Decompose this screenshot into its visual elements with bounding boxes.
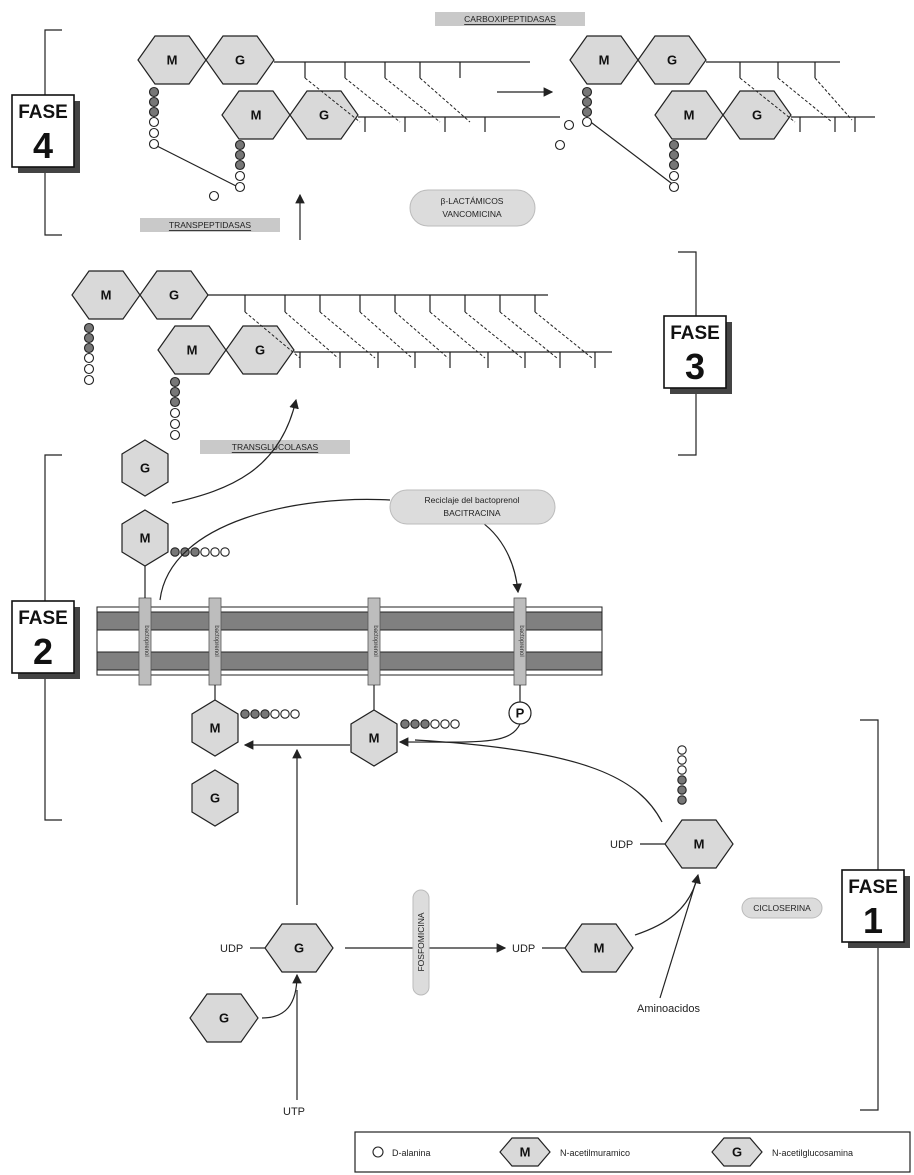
bactoprenol-carrier: bactoprenol [139, 598, 151, 685]
legend-d-alanina: D-alanina [392, 1148, 431, 1158]
svg-text:M: M [187, 343, 198, 358]
svg-text:M: M [594, 941, 605, 956]
svg-text:bactoprenol: bactoprenol [372, 625, 378, 656]
svg-text:G: G [732, 1145, 742, 1160]
svg-text:G: G [319, 108, 329, 123]
svg-text:M: M [251, 108, 262, 123]
udp-label: UDP [220, 943, 243, 955]
fase-1-number: 1 [863, 900, 883, 941]
fase-2-label: FASE [18, 608, 68, 629]
fase-1-section: FASE 1 UDP M CICLOSERINA UDP G FOSFOMICI… [190, 720, 910, 1118]
carboxipeptidasas-label: CARBOXIPEPTIDASAS [464, 14, 556, 24]
peptide-chain [150, 88, 159, 149]
svg-text:bactoprenol: bactoprenol [518, 625, 524, 656]
peptide-chain [678, 746, 686, 804]
svg-text:G: G [140, 461, 150, 476]
svg-text:M: M [520, 1145, 531, 1160]
svg-text:M: M [369, 731, 380, 746]
d-alanine-legend-icon [373, 1147, 383, 1157]
svg-text:M: M [101, 288, 112, 303]
svg-text:BACITRACINA: BACITRACINA [443, 508, 500, 518]
fase4-left-chain: M G M G [138, 36, 560, 201]
bactoprenol-carrier: bactoprenol [514, 598, 526, 685]
free-d-alanine [565, 121, 574, 130]
svg-text:CICLOSERINA: CICLOSERINA [753, 903, 811, 913]
svg-text:G: G [667, 53, 677, 68]
svg-text:G: G [219, 1011, 229, 1026]
fase-4-number: 4 [33, 125, 53, 166]
svg-text:β-LACTÁMICOS: β-LACTÁMICOS [441, 196, 504, 206]
peptide-chain [401, 720, 459, 728]
svg-text:bactoprenol: bactoprenol [143, 625, 149, 656]
fase-4-section: FASE 4 CARBOXIPEPTIDASAS M G M G [12, 12, 875, 240]
free-d-alanine [210, 192, 219, 201]
svg-text:G: G [294, 941, 304, 956]
fase-2-number: 2 [33, 631, 53, 672]
legend: D-alanina M N-acetilmuramico G N-acetilg… [355, 1132, 910, 1172]
peptide-chain [171, 378, 180, 440]
fase3-chain: M G M G [72, 271, 612, 440]
bactoprenol-carrier: bactoprenol [209, 598, 221, 685]
transpeptidasas-label: TRANSPEPTIDASAS [169, 220, 252, 230]
legend-n-acetilmuramico: N-acetilmuramico [560, 1148, 630, 1158]
udp-label: UDP [512, 943, 535, 955]
fase-2-section: FASE 2 bactoprenol bactoprenol bactopren… [12, 440, 602, 905]
peptide-chain [85, 324, 94, 385]
peptide-chain [171, 548, 229, 556]
svg-text:G: G [255, 343, 265, 358]
svg-text:M: M [140, 531, 151, 546]
bactoprenol-carrier: bactoprenol [368, 598, 380, 685]
utp-label: UTP [283, 1106, 305, 1118]
fase4-right-chain: M G M G [556, 36, 876, 192]
aminoacidos-label: Aminoacidos [637, 1003, 700, 1015]
fase-3-section: M G M G FASE 3 [72, 252, 732, 503]
svg-text:Reciclaje del bactoprenol: Reciclaje del bactoprenol [425, 495, 520, 505]
svg-text:G: G [169, 288, 179, 303]
svg-text:G: G [210, 791, 220, 806]
svg-text:M: M [684, 108, 695, 123]
svg-text:M: M [599, 53, 610, 68]
fase-1-label: FASE [848, 877, 898, 898]
fase-3-label: FASE [670, 323, 720, 344]
svg-text:M: M [167, 53, 178, 68]
svg-text:VANCOMICINA: VANCOMICINA [442, 209, 502, 219]
legend-n-acetilglucosamina: N-acetilglucosamina [772, 1148, 853, 1158]
fase-4-label: FASE [18, 102, 68, 123]
svg-text:M: M [694, 837, 705, 852]
svg-text:M: M [210, 721, 221, 736]
peptide-chain [236, 141, 245, 192]
svg-text:bactoprenol: bactoprenol [213, 625, 219, 656]
svg-text:FOSFOMICINA: FOSFOMICINA [416, 912, 426, 971]
udp-label: UDP [610, 839, 633, 851]
svg-text:G: G [752, 108, 762, 123]
fase-3-number: 3 [685, 346, 705, 387]
peptide-chain [241, 710, 299, 718]
svg-text:P: P [516, 706, 525, 721]
peptide-chain [670, 141, 679, 192]
peptide-chain [583, 88, 592, 127]
svg-text:G: G [235, 53, 245, 68]
free-d-alanine [556, 141, 565, 150]
